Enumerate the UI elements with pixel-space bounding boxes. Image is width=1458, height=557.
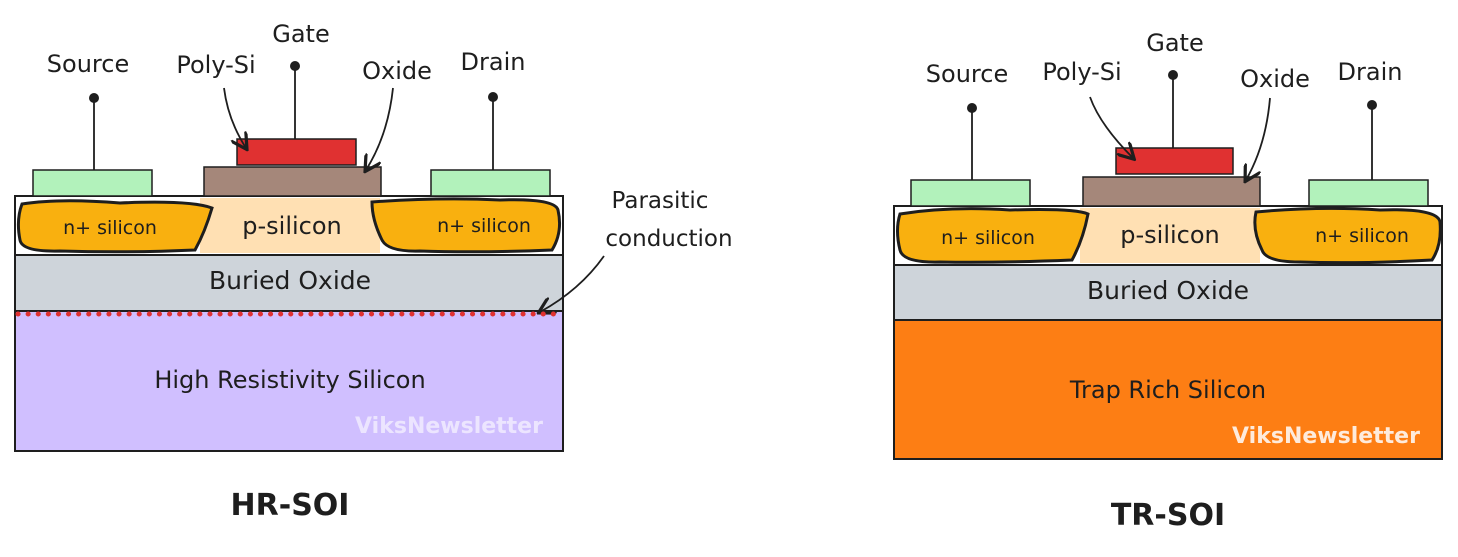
tr-gate-oxide [1082,176,1261,207]
hr-source-label: Source [47,50,129,78]
tr-source-terminal [967,103,977,113]
tr-n-silicon-left-label: n+ silicon [941,227,1035,249]
hr-drain-label: Drain [461,48,526,76]
hr-substrate-layer [14,310,564,452]
tr-soi-title: TR-SOI [1111,498,1225,533]
tr-substrate-label: Trap Rich Silicon [1069,376,1266,404]
hr-oxide-label: Oxide [362,57,432,85]
tr-source-label: Source [926,60,1008,88]
tr-p-silicon-label: p-silicon [1120,221,1220,249]
tr-buried-oxide-layer [893,264,1443,321]
hr-oxide-arrow [366,87,394,170]
tr-substrate-layer [893,319,1443,460]
hr-soi-title: HR-SOI [231,488,350,523]
hr-n-silicon-right-region [370,197,561,254]
hr-drain-contact [430,169,551,197]
tr-poly-si-arrow [1089,96,1133,158]
tr-drain-label: Drain [1338,58,1403,86]
hr-conduction-label: conduction [605,226,732,252]
tr-oxide-arrow [1246,97,1271,180]
hr-source-terminal [89,93,99,103]
hr-n-silicon-right-label: n+ silicon [437,215,531,237]
hr-gate-terminal [290,61,300,71]
hr-buried-oxide-label: Buried Oxide [209,266,371,295]
tr-drain-contact [1308,179,1429,207]
hr-n-silicon-left-label: n+ silicon [63,217,157,239]
tr-soi-diagram: Source Gate Poly-Si Oxide Drain n+ silic… [893,29,1443,533]
hr-p-silicon-region [200,198,380,253]
tr-watermark: ViksNewsletter [1232,424,1420,449]
hr-p-silicon-label: p-silicon [242,212,342,240]
hr-soi-diagram: Source Gate Poly-Si Oxide Drain n+ silic… [14,20,733,523]
hr-parasitic-arrow [540,255,605,312]
tr-drain-terminal [1367,100,1377,110]
tr-buried-oxide-label: Buried Oxide [1087,276,1249,305]
hr-buried-oxide-layer [14,254,564,312]
hr-substrate-label: High Resistivity Silicon [154,366,425,394]
tr-oxide-label: Oxide [1240,65,1310,93]
hr-poly-si-arrow [223,87,246,148]
hr-drain-terminal [488,92,498,102]
hr-watermark: ViksNewsletter [355,414,543,439]
hr-poly-si-label: Poly-Si [176,51,255,79]
tr-gate-label: Gate [1146,29,1203,57]
hr-source-contact [32,169,153,197]
tr-gate-terminal [1168,70,1178,80]
tr-poly-si [1115,147,1234,175]
hr-gate-label: Gate [272,20,329,48]
hr-parasitic-label: Parasitic [612,188,709,214]
tr-p-silicon-region [1080,208,1260,263]
tr-n-silicon-right-label: n+ silicon [1315,225,1409,247]
hr-n-silicon-left-region [16,199,214,254]
tr-poly-si-label: Poly-Si [1042,58,1121,86]
tr-n-silicon-right-region [1253,206,1442,265]
hr-gate-oxide [203,166,382,197]
hr-poly-si [236,138,357,166]
tr-n-silicon-left-region [896,207,1090,264]
tr-source-contact [910,179,1031,207]
